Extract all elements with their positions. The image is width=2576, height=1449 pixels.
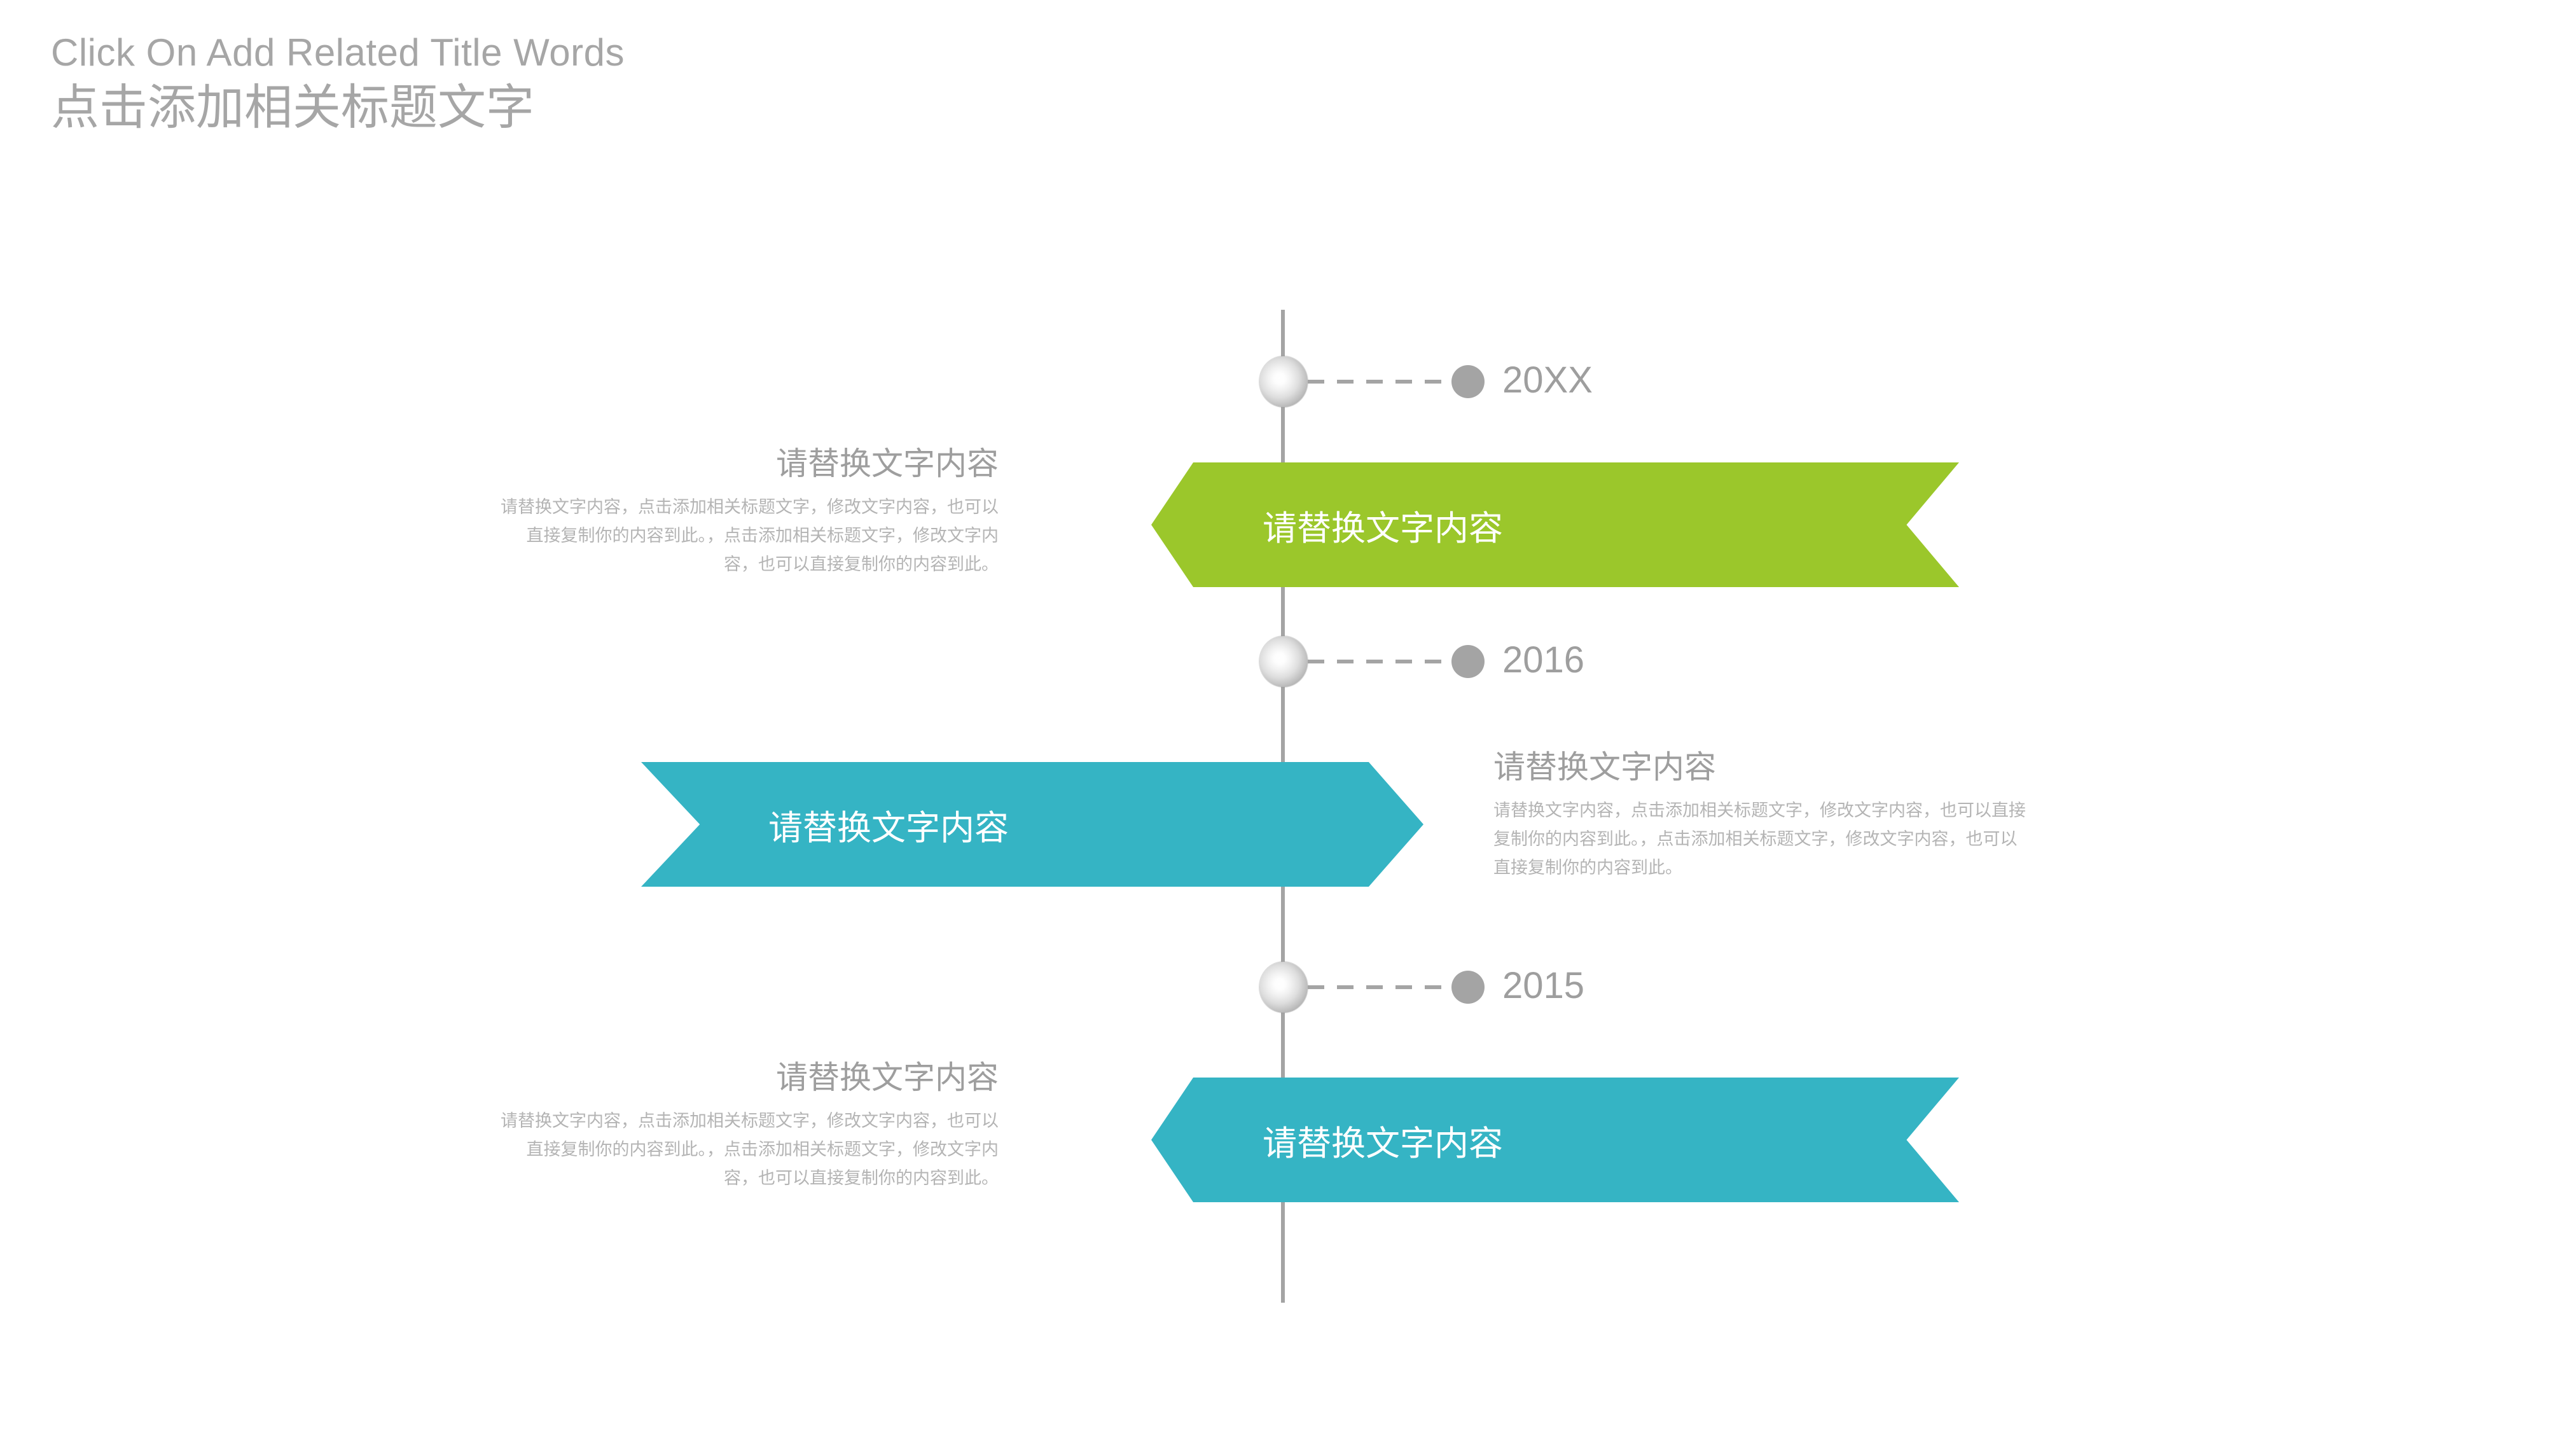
- text-block-body-row-1: 请替换文字内容，点击添加相关标题文字，修改文字内容，也可以直接复制你的内容到此。…: [501, 497, 999, 574]
- text-block-title-row-3: 请替换文字内容: [776, 1060, 999, 1095]
- text-block-title-row-2: 请替换文字内容: [1493, 749, 1716, 785]
- connector-end-dot-icon: [1451, 971, 1485, 1004]
- banner-label-row-2: 请替换文字内容: [768, 808, 1009, 847]
- text-block-body-row-2: 请替换文字内容，点击添加相关标题文字，修改文字内容，也可以直接复制你的内容到此。…: [1493, 800, 2026, 878]
- page-title-chinese: 点击添加相关标题文字: [51, 80, 534, 135]
- banner-label-row-3: 请替换文字内容: [1263, 1124, 1503, 1163]
- timeline-year-label: 2016: [1502, 639, 1585, 681]
- page-header: Click On Add Related Title Words 点击添加相关标…: [51, 31, 1069, 136]
- timeline-year-label: 2015: [1502, 965, 1585, 1006]
- page-title-english: Click On Add Related Title Words: [51, 31, 625, 74]
- banner-row-3[interactable]: 请替换文字内容: [1151, 1078, 1959, 1202]
- connector-end-dot-icon: [1451, 645, 1485, 678]
- dashed-connector-icon: [1308, 660, 1458, 663]
- text-block-title-row-1: 请替换文字内容: [776, 446, 999, 482]
- text-block-row-1: 请替换文字内容 请替换文字内容，点击添加相关标题文字，修改文字内容，也可以直接复…: [496, 444, 999, 579]
- text-block-row-3: 请替换文字内容 请替换文字内容，点击添加相关标题文字，修改文字内容，也可以直接复…: [496, 1058, 999, 1193]
- dashed-connector-icon: [1308, 985, 1458, 989]
- timeline-bead-icon: [1259, 636, 1308, 687]
- connector-end-dot-icon: [1451, 365, 1485, 398]
- banner-row-1[interactable]: 请替换文字内容: [1151, 462, 1959, 587]
- text-block-row-2: 请替换文字内容 请替换文字内容，点击添加相关标题文字，修改文字内容，也可以直接复…: [1493, 747, 2028, 883]
- timeline-year-label: 20XX: [1502, 359, 1593, 401]
- timeline-bead-icon: [1259, 962, 1308, 1013]
- dashed-connector-icon: [1308, 380, 1458, 384]
- banner-row-2[interactable]: 请替换文字内容: [641, 762, 1423, 887]
- timeline-bead-icon: [1259, 356, 1308, 407]
- banner-label-row-1: 请替换文字内容: [1263, 509, 1503, 548]
- text-block-body-row-3: 请替换文字内容，点击添加相关标题文字，修改文字内容，也可以直接复制你的内容到此。…: [501, 1111, 999, 1188]
